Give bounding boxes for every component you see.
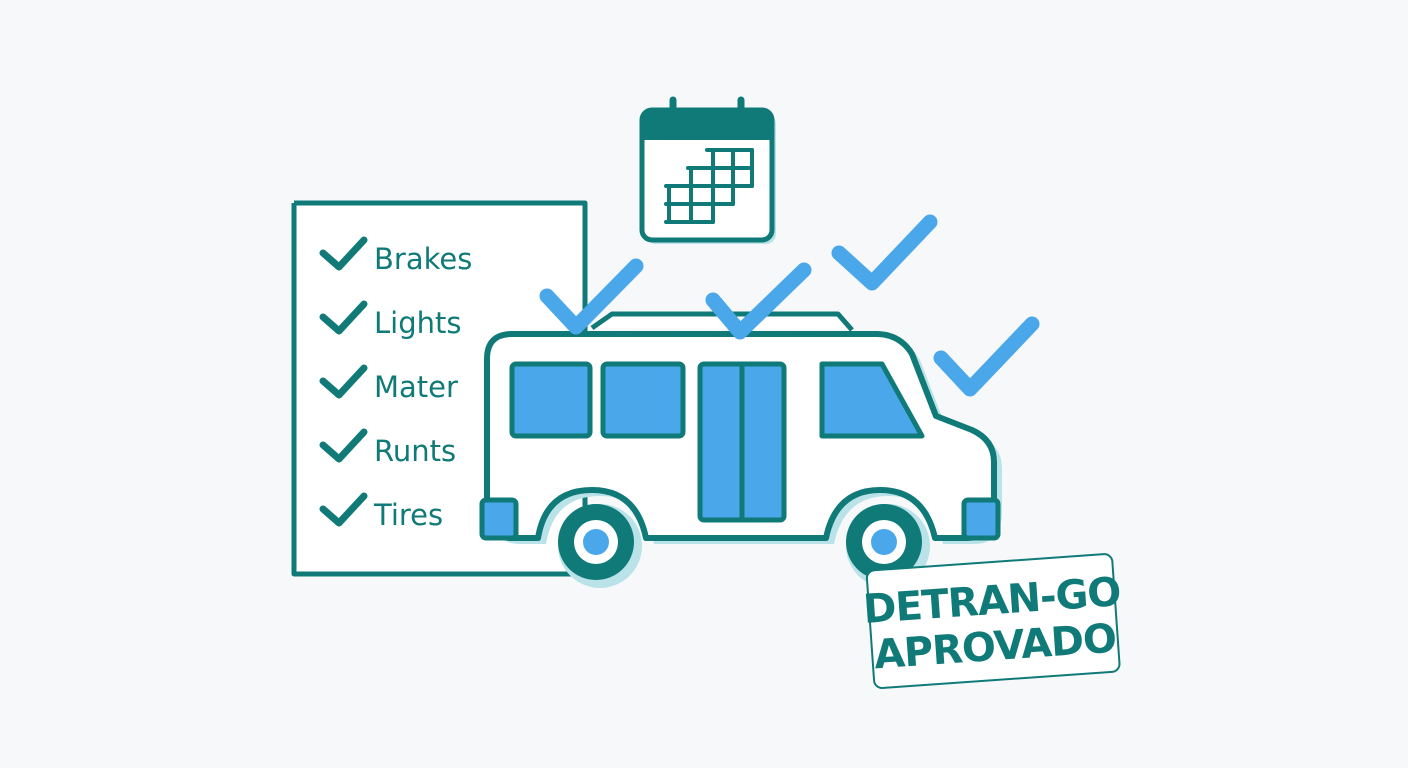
checklist-item-label: Mater	[374, 370, 458, 404]
checklist-item-label: Brakes	[374, 242, 472, 276]
checklist-document: Brakes Lights Mater Runts Tires	[291, 200, 588, 577]
approval-stamp: DETRAN-GO APROVADO	[862, 553, 1122, 689]
checklist-item-label: Runts	[374, 434, 456, 468]
van-icon	[479, 311, 1002, 588]
van-wheel-rear	[558, 504, 642, 588]
calendar-icon	[639, 96, 776, 244]
checklist-item-tires: Tires	[319, 492, 443, 532]
approval-checkmarks	[539, 214, 1040, 397]
checkmark-icon	[319, 364, 368, 399]
checklist-item-brakes: Brakes	[319, 236, 472, 276]
checkmark-icon	[319, 300, 368, 335]
checkmark-icon	[705, 262, 812, 340]
checkmark-icon	[539, 258, 644, 335]
checkmark-icon	[831, 214, 938, 291]
checkmark-icon	[933, 316, 1040, 397]
checkmark-icon	[319, 492, 368, 527]
checklist-item-mater: Mater	[319, 364, 458, 404]
checkmark-icon	[319, 236, 368, 271]
checklist-item-runts: Runts	[319, 428, 456, 468]
checklist-item-label: Lights	[374, 306, 461, 340]
checkmark-icon	[319, 428, 368, 463]
checklist-item-label: Tires	[373, 498, 443, 532]
checklist-item-lights: Lights	[319, 300, 461, 340]
